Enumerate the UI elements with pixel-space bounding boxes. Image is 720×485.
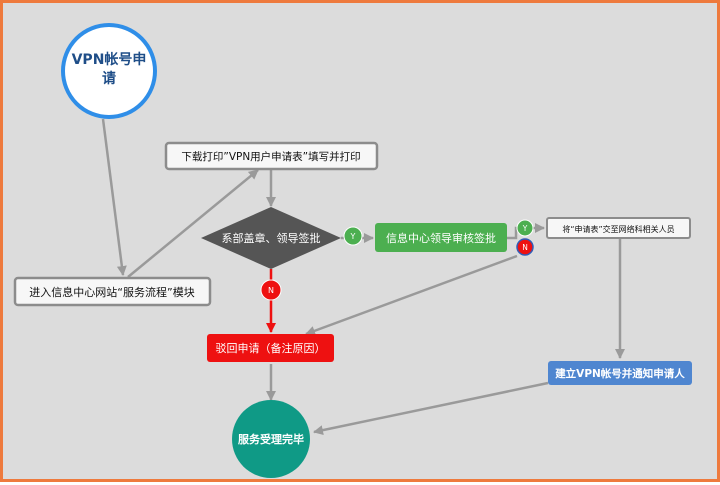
center-approval-label: 信息中心领导审核签批: [386, 231, 496, 245]
arrow-start-to-portal: [101, 118, 127, 276]
start-label-line1: VPN帐号申: [72, 51, 147, 68]
download-label: 下载打印”VPN用户申请表”填写并打印: [181, 150, 360, 163]
center-yes-badge: Y: [516, 219, 534, 237]
center-no-badge: N: [516, 238, 534, 256]
arrow-center-no-to-reject: [305, 254, 518, 336]
handover-label: 将“申请表”交至网络科相关人员: [562, 224, 674, 234]
end-node: 服务受理完毕: [232, 400, 310, 478]
flowchart-diagram: VPN帐号申 请 进入信息中心网站“服务流程”模块 下载打印”VPN用户申请表”…: [13, 23, 692, 478]
svg-text:Y: Y: [350, 232, 356, 241]
svg-text:N: N: [268, 286, 274, 295]
svg-text:N: N: [522, 243, 528, 252]
arrow-create-to-end: [313, 381, 549, 436]
reject-node: 驳回申请（备注原因）: [207, 334, 334, 362]
portal-node: 进入信息中心网站“服务流程”模块: [13, 276, 212, 307]
end-label: 服务受理完毕: [238, 432, 304, 446]
portal-label: 进入信息中心网站“服务流程”模块: [29, 285, 194, 299]
svg-text:Y: Y: [522, 224, 528, 233]
dept-approval-label: 系部盖章、领导签批: [222, 231, 321, 245]
handover-node: 将“申请表”交至网络科相关人员: [546, 217, 691, 239]
arrow-portal-to-download: [127, 169, 259, 278]
dept-approval-decision: 系部盖章、领导签批: [201, 207, 341, 269]
create-account-node: 建立VPN帐号并通知申请人: [548, 361, 692, 385]
download-node: 下载打印”VPN用户申请表”填写并打印: [164, 141, 379, 171]
start-label-line2: 请: [102, 70, 116, 87]
create-account-label: 建立VPN帐号并通知申请人: [554, 367, 685, 380]
reject-label: 驳回申请（备注原因）: [216, 341, 326, 355]
center-approval-node: 信息中心领导审核签批: [375, 223, 507, 252]
start-node: VPN帐号申 请: [61, 23, 157, 119]
dept-no-badge: N: [260, 279, 282, 301]
dept-yes-badge: Y: [343, 226, 363, 246]
